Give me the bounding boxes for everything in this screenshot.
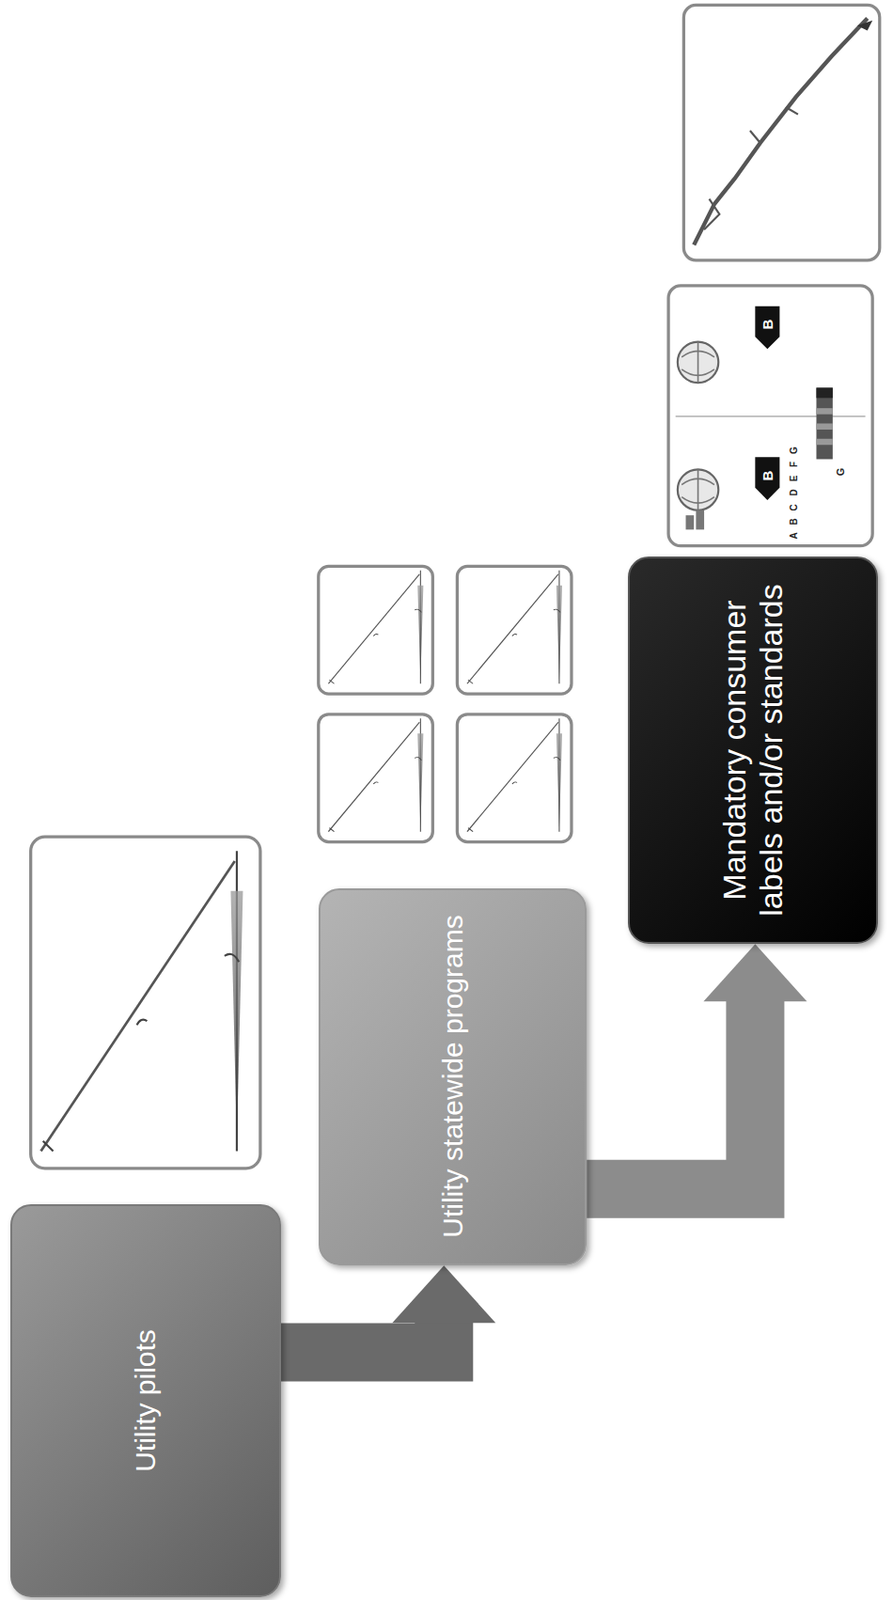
- energy-class-letter: E: [789, 475, 799, 483]
- graph-grid: [318, 565, 572, 842]
- energy-class-letter: G: [834, 467, 846, 476]
- arrow-head: [703, 943, 807, 1002]
- box-label: Mandatory consumer labels and/or standar…: [716, 575, 790, 926]
- energy-class-letter: B: [760, 470, 775, 482]
- box-label: Utility pilots: [128, 1222, 162, 1579]
- energy-class-letter: C: [789, 503, 799, 511]
- box-label: Utility statewide programs: [436, 907, 470, 1248]
- graph-panel: [31, 836, 261, 1169]
- arrow-shaft: [586, 1000, 755, 1190]
- step-arrow: [281, 1265, 497, 1352]
- arrow-head: [391, 1265, 496, 1323]
- energy-class-letter: B: [760, 319, 775, 330]
- arrow-shaft: [281, 1321, 445, 1352]
- energy-class-letter: F: [789, 461, 799, 468]
- process-box: Utility pilots: [10, 1204, 282, 1598]
- energy-class-letter: G: [789, 446, 799, 455]
- process-box: Utility statewide programs: [318, 888, 588, 1267]
- energy-label-panel: [668, 285, 873, 547]
- energy-class-letter: A: [789, 532, 799, 539]
- energy-class-letter: D: [789, 489, 799, 497]
- energy-class-letter: B: [789, 517, 799, 525]
- step-arrow: [586, 943, 807, 1190]
- graph-panel: [683, 4, 879, 260]
- process-box: Mandatory consumer labels and/or standar…: [627, 556, 878, 945]
